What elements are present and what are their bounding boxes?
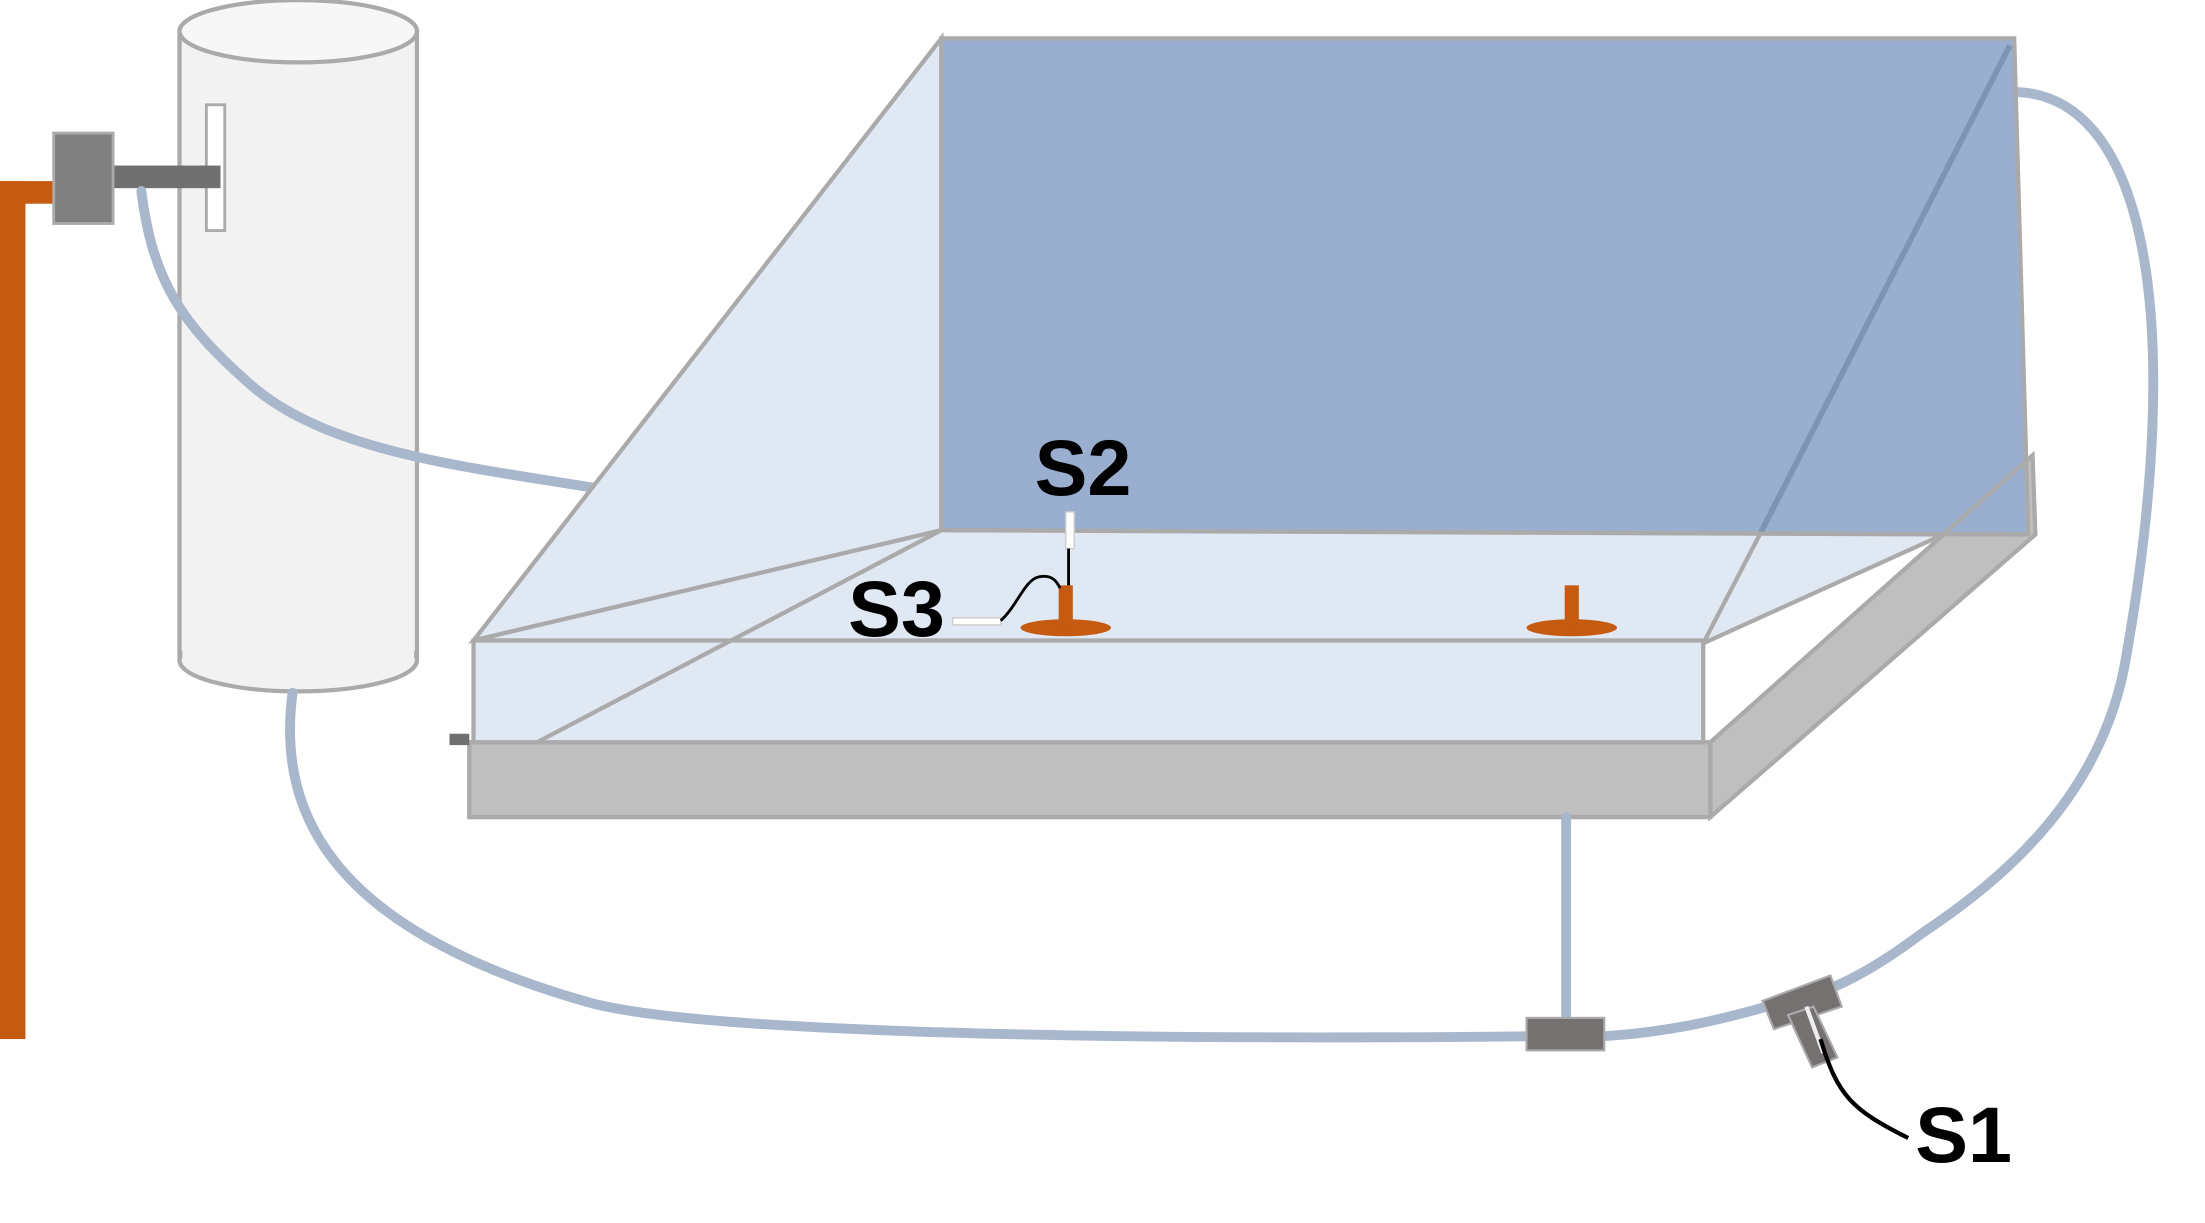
inlet-rod [113,165,221,189]
label-s3: S3 [848,564,945,653]
flume-tank [468,32,2034,745]
sensor-s1-wire [1818,1038,1910,1140]
tank-base [449,450,2038,822]
inlet-valve-block [52,131,115,225]
sensor-s3-wire [999,574,1062,622]
sensor-s3-probe [951,617,1002,626]
tube-connector [1525,1016,1606,1052]
drain-outlet-1 [1020,585,1111,637]
loop-tube-right [1761,87,2159,1012]
supply-tube-bottom [285,687,1772,1043]
label-s2: S2 [1035,423,1132,512]
supply-pipe [0,181,60,1040]
t-connector-s1 [1761,974,1844,1069]
reservoir-cylinder [177,0,420,694]
sensor-s2-probe [1065,511,1075,550]
label-s1: S1 [1915,1090,2012,1179]
drain-outlet-2 [1526,585,1617,637]
